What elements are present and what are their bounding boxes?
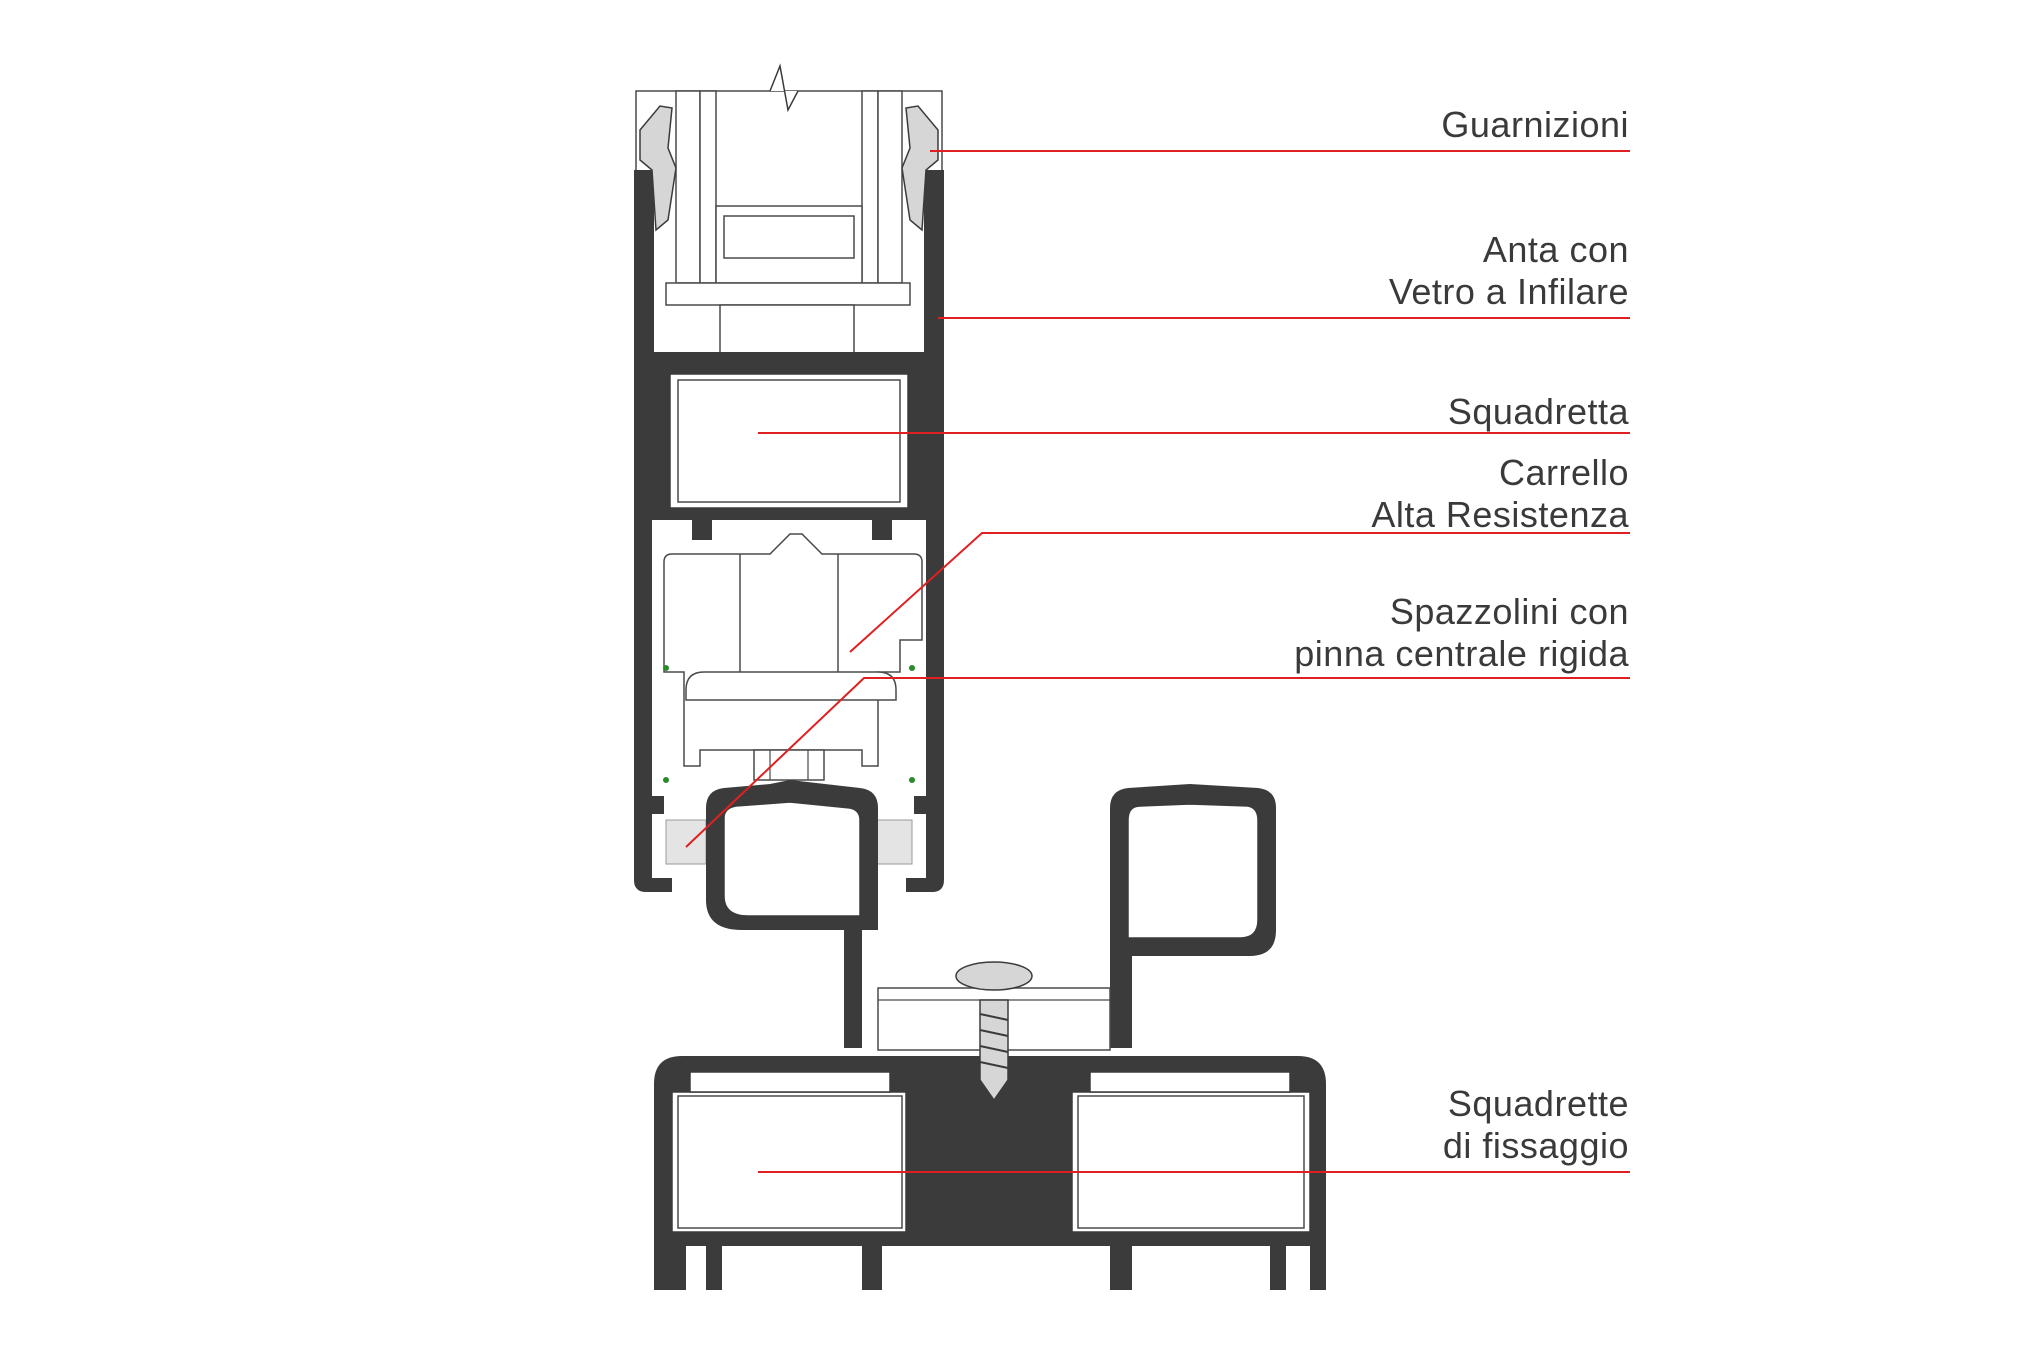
label-line: Squadrette (1447, 1083, 1629, 1124)
label-spazzolini: Spazzolini con pinna centrale rigida (1294, 591, 1629, 675)
label-squadrette-fissaggio: Squadrette di fissaggio (1443, 1083, 1629, 1167)
leader-carrello (849, 532, 1630, 653)
label-line: Carrello (1498, 452, 1629, 493)
leader-lines (685, 150, 1630, 1173)
label-anta: Anta con Vetro a Infilare (1389, 229, 1629, 313)
screw-head (955, 961, 1033, 991)
label-guarnizioni: Guarnizioni (1441, 104, 1629, 146)
break-symbol (769, 63, 799, 113)
label-line: Alta Resistenza (1371, 494, 1629, 535)
right-gasket (901, 105, 939, 232)
label-line: Vetro a Infilare (1388, 271, 1629, 312)
sash-profile (634, 63, 944, 892)
label-squadretta: Squadretta (1448, 391, 1629, 433)
leader-spazzolini (685, 677, 1630, 848)
frame-profile (654, 780, 1326, 1290)
label-carrello: Carrello Alta Resistenza (1371, 452, 1629, 536)
label-line: Squadretta (1447, 391, 1629, 432)
label-line: Guarnizioni (1441, 104, 1629, 145)
left-brush (665, 819, 707, 865)
label-line: Spazzolini con (1389, 591, 1629, 632)
label-line: pinna centrale rigida (1294, 633, 1629, 674)
label-line: di fissaggio (1442, 1125, 1629, 1166)
trolley (663, 533, 923, 865)
label-line: Anta con (1482, 229, 1629, 270)
left-gasket (639, 105, 677, 232)
